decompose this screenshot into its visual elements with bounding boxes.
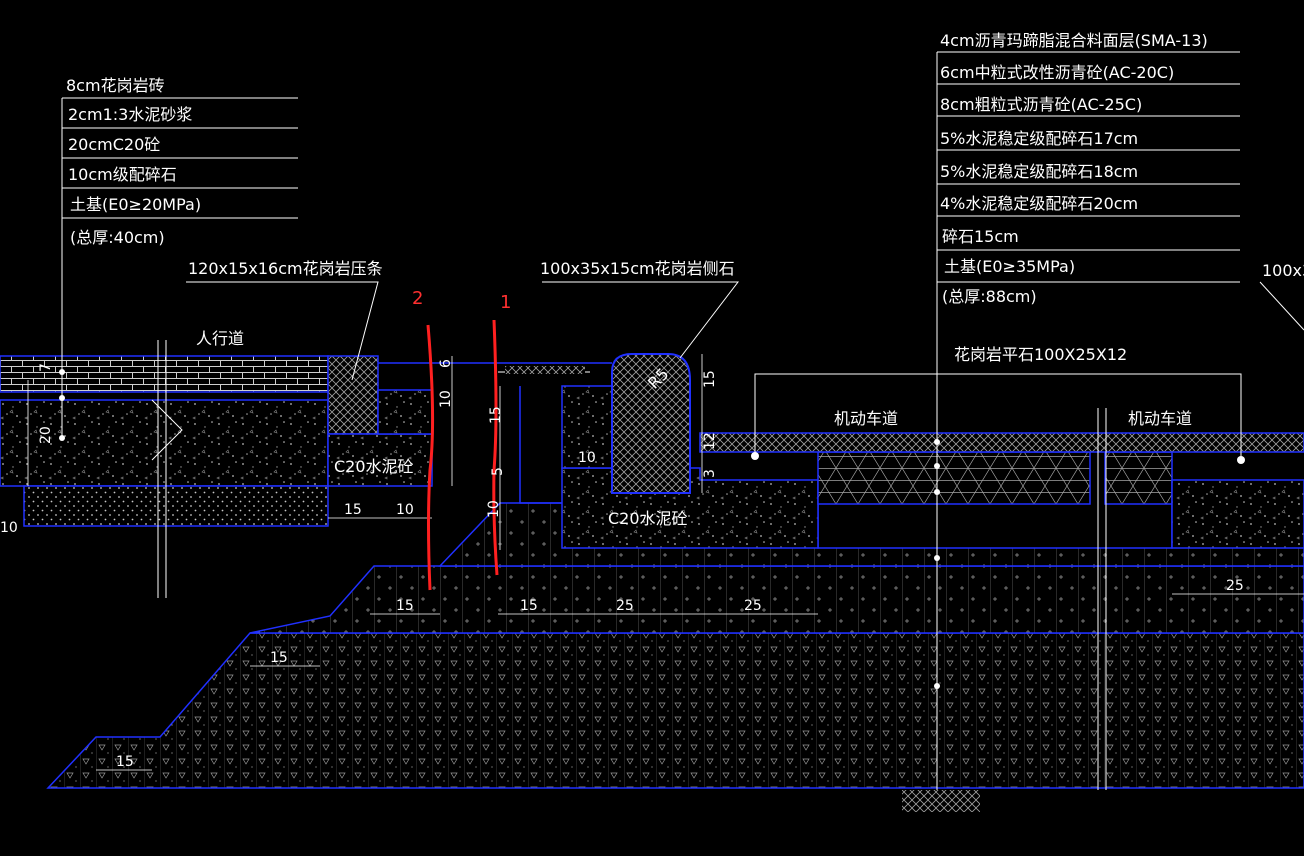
- dim-12: 12: [702, 432, 718, 450]
- dim-5: 5: [490, 467, 506, 476]
- dim-15-d: 15: [520, 598, 538, 614]
- dim-20: 20: [38, 426, 54, 444]
- left-layer-texts: 8cm花岗岩砖 2cm1:3水泥砂浆 20cmC20砼 10cm级配碎石 土基(…: [66, 76, 201, 247]
- dim-25-b: 25: [744, 598, 762, 614]
- right-layer-4: 5%水泥稳定级配碎石18cm: [940, 162, 1138, 181]
- right-layer-7: 土基(E0≥35MPa): [944, 257, 1075, 276]
- left-layer-0: 8cm花岗岩砖: [66, 76, 165, 95]
- right-layer-6: 碎石15cm: [942, 227, 1019, 246]
- dim-10-h: 10: [578, 450, 596, 466]
- c20-right-label: C20水泥砼: [608, 509, 688, 528]
- lane-left-label: 机动车道: [834, 409, 898, 428]
- dim-15-v: 15: [488, 406, 504, 424]
- sidewalk-concrete-layer: [0, 399, 329, 487]
- dim-15-b: 15: [396, 598, 414, 614]
- gutter-wall: [519, 386, 562, 504]
- cut-label-right: 100x3: [1262, 261, 1304, 280]
- dim-6: 6: [438, 359, 454, 368]
- left-layer-1: 2cm1:3水泥砂浆: [68, 105, 192, 124]
- lane-concrete-right: [1171, 479, 1304, 549]
- subgrade-region: [46, 632, 1304, 789]
- curb-stone-label: 100x35x15cm花岗岩侧石: [540, 259, 735, 278]
- lane-right-label: 机动车道: [1128, 409, 1192, 428]
- right-layer-0: 4cm沥青玛蹄脂混合料面层(SMA-13): [940, 31, 1208, 50]
- right-layer-texts: 4cm沥青玛蹄脂混合料面层(SMA-13) 6cm中粒式改性沥青砼(AC-20C…: [940, 31, 1208, 306]
- dim-25-a: 25: [616, 598, 634, 614]
- left-layer-table: [61, 97, 298, 438]
- gutter-hatch: [505, 366, 585, 374]
- left-layer-3: 10cm级配碎石: [68, 165, 177, 184]
- red-marker-line-1: [492, 319, 499, 576]
- dim-25-c: 25: [1226, 578, 1244, 594]
- right-layer-8: (总厚:88cm): [942, 287, 1037, 306]
- right-layer-2: 8cm粗粒式沥青砼(AC-25C): [940, 95, 1142, 114]
- concrete-under-strip: [377, 389, 433, 435]
- leader-dots: [59, 369, 1245, 805]
- flat-stone-label: 花岗岩平石100X25X12: [954, 345, 1127, 364]
- right-layer-table: [936, 51, 1240, 802]
- dim-15-c: 15: [702, 370, 718, 388]
- lane-surface: [699, 432, 1304, 453]
- leader-lines: [151, 281, 1304, 790]
- dim-10-a: 10: [396, 502, 414, 518]
- pressing-strip-label: 120x15x16cm花岗岩压条: [188, 259, 383, 278]
- right-layer-5: 4%水泥稳定级配碎石20cm: [940, 194, 1138, 213]
- dim-7: 7: [38, 363, 54, 372]
- sidewalk-gravel-layer: [23, 485, 329, 527]
- dim-10-left: 10: [0, 520, 18, 536]
- concrete-block: [561, 385, 613, 469]
- dimension-lines: [27, 354, 1304, 771]
- left-layer-4: 土基(E0≥20MPa): [70, 195, 201, 214]
- lane-asphalt-mid-r: [1104, 451, 1173, 505]
- dim-10-b: 10: [438, 390, 454, 408]
- sidewalk-brick-layer: [0, 355, 329, 393]
- dim-3: 3: [702, 469, 718, 478]
- red-marker-line-2: [426, 324, 435, 591]
- dim-15-f: 15: [116, 754, 134, 770]
- dim-10-c: 10: [486, 500, 502, 518]
- left-layer-2: 20cmC20砼: [68, 135, 160, 154]
- marker-2: 2: [412, 288, 423, 309]
- granite-curb: [611, 353, 691, 494]
- pressing-strip-stone: [327, 355, 379, 435]
- dim-15-a: 15: [344, 502, 362, 518]
- dim-15-e: 15: [270, 650, 288, 666]
- left-layer-5: (总厚:40cm): [70, 228, 165, 247]
- dimension-texts: 7 20 10 15 10 6 10 15 5 10 10 15 12 3 15…: [0, 359, 1244, 770]
- marker-1: 1: [500, 292, 511, 313]
- sidewalk-label: 人行道: [196, 329, 244, 348]
- lane-asphalt-mid: [817, 451, 1091, 505]
- right-layer-1: 6cm中粒式改性沥青砼(AC-20C): [940, 63, 1174, 82]
- right-layer-3: 5%水泥稳定级配碎石17cm: [940, 129, 1138, 148]
- ground-marker: [902, 790, 980, 812]
- c20-left-label: C20水泥砼: [334, 457, 414, 476]
